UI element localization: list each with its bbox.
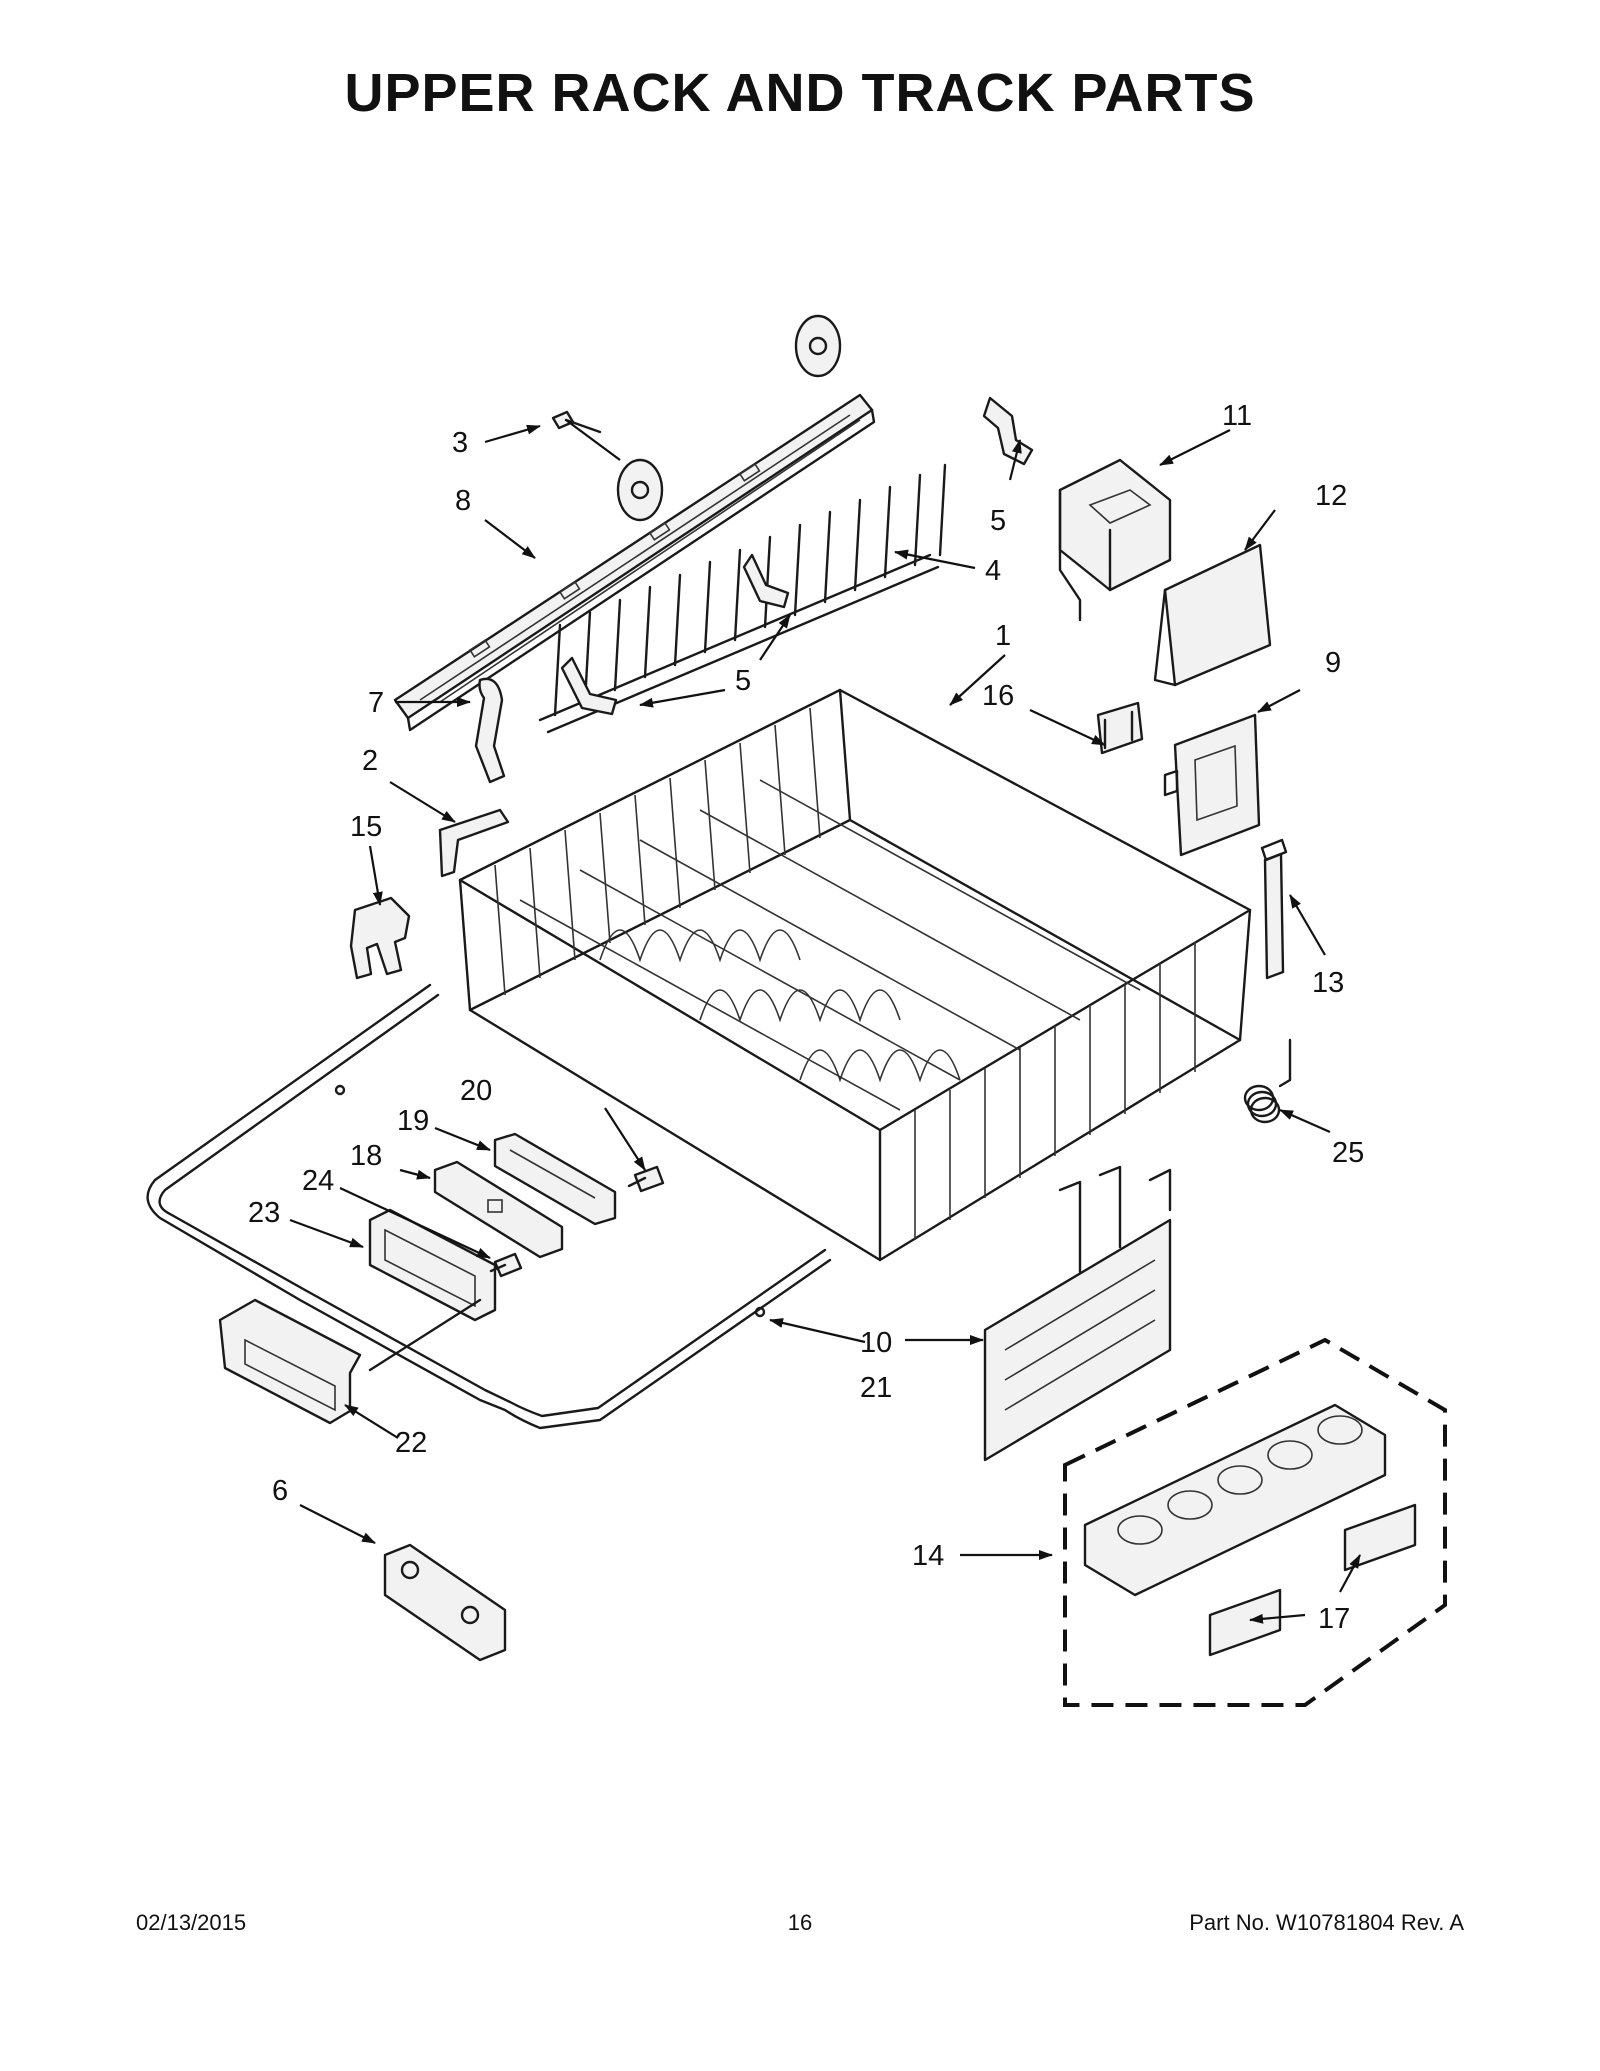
part-5-clip-top — [982, 396, 1034, 466]
callout-25: 25 — [1332, 1137, 1364, 1169]
callout-labels: 3 8 4 5 5 7 2 15 1 16 11 12 9 13 25 20 1… — [248, 400, 1364, 1635]
page-title: UPPER RACK AND TRACK PARTS — [344, 63, 1256, 123]
callout-10: 10 — [860, 1327, 892, 1359]
part-15-latch — [349, 896, 411, 980]
callout-23: 23 — [248, 1197, 280, 1229]
part-17-clip-b — [1343, 1503, 1417, 1572]
part-6-end-cap — [383, 1543, 507, 1662]
part-20-screw — [627, 1165, 665, 1193]
part-25-spring — [1243, 1038, 1292, 1124]
footer-date: 02/13/2015 — [136, 1910, 247, 1935]
part-2-hook — [438, 808, 510, 878]
callout-1: 1 — [995, 620, 1011, 652]
part-22-handle-grip — [218, 1298, 362, 1425]
part-4-tine-row — [538, 463, 947, 734]
part-14-group — [1063, 1337, 1447, 1707]
leader-lines — [289, 419, 1361, 1624]
callout-5-middle: 5 — [735, 665, 751, 697]
part-9-adjuster — [1163, 713, 1261, 857]
callout-14: 14 — [912, 1540, 944, 1572]
part-17-clip-a — [1208, 1588, 1282, 1657]
callout-3: 3 — [452, 427, 468, 459]
callout-9: 9 — [1325, 647, 1341, 679]
part-7-bracket — [474, 677, 506, 784]
part-13-slider — [1260, 838, 1288, 980]
callout-18: 18 — [350, 1140, 382, 1172]
callout-7: 7 — [368, 687, 384, 719]
callout-20: 20 — [460, 1075, 492, 1107]
callout-22: 22 — [395, 1427, 427, 1459]
callout-15: 15 — [350, 811, 382, 843]
callout-12: 12 — [1315, 480, 1347, 512]
part-3-screw — [551, 410, 602, 434]
part-21-handle-frame — [146, 983, 832, 1430]
part-5-clip-lower — [560, 656, 618, 716]
part-19-bracket — [493, 1132, 617, 1226]
part-24-screw — [489, 1252, 523, 1278]
part-23-bezel — [368, 1208, 497, 1372]
callout-6: 6 — [272, 1475, 288, 1507]
part-18-cover — [433, 1160, 564, 1259]
callout-19: 19 — [397, 1105, 429, 1137]
part-10-track-stop — [983, 1165, 1172, 1462]
part-12-plate — [1153, 543, 1272, 687]
callout-16: 16 — [982, 680, 1014, 712]
part-1-upper-rack — [458, 688, 1252, 1262]
part-11-housing — [1058, 458, 1172, 622]
callout-24: 24 — [302, 1165, 334, 1197]
callout-8: 8 — [455, 485, 471, 517]
callout-2: 2 — [362, 745, 378, 777]
callout-17: 17 — [1318, 1603, 1350, 1635]
callout-11: 11 — [1222, 400, 1252, 432]
part-5-clip-middle — [742, 553, 790, 609]
callout-21: 21 — [860, 1372, 892, 1404]
footer-page-number: 16 — [787, 1910, 813, 1935]
callout-4: 4 — [985, 555, 1001, 587]
footer-part-number: Part No. W10781804 Rev. A — [1189, 1910, 1464, 1935]
callout-13: 13 — [1312, 967, 1344, 999]
callout-5-top: 5 — [990, 505, 1006, 537]
part-8-track-rail — [393, 314, 876, 732]
